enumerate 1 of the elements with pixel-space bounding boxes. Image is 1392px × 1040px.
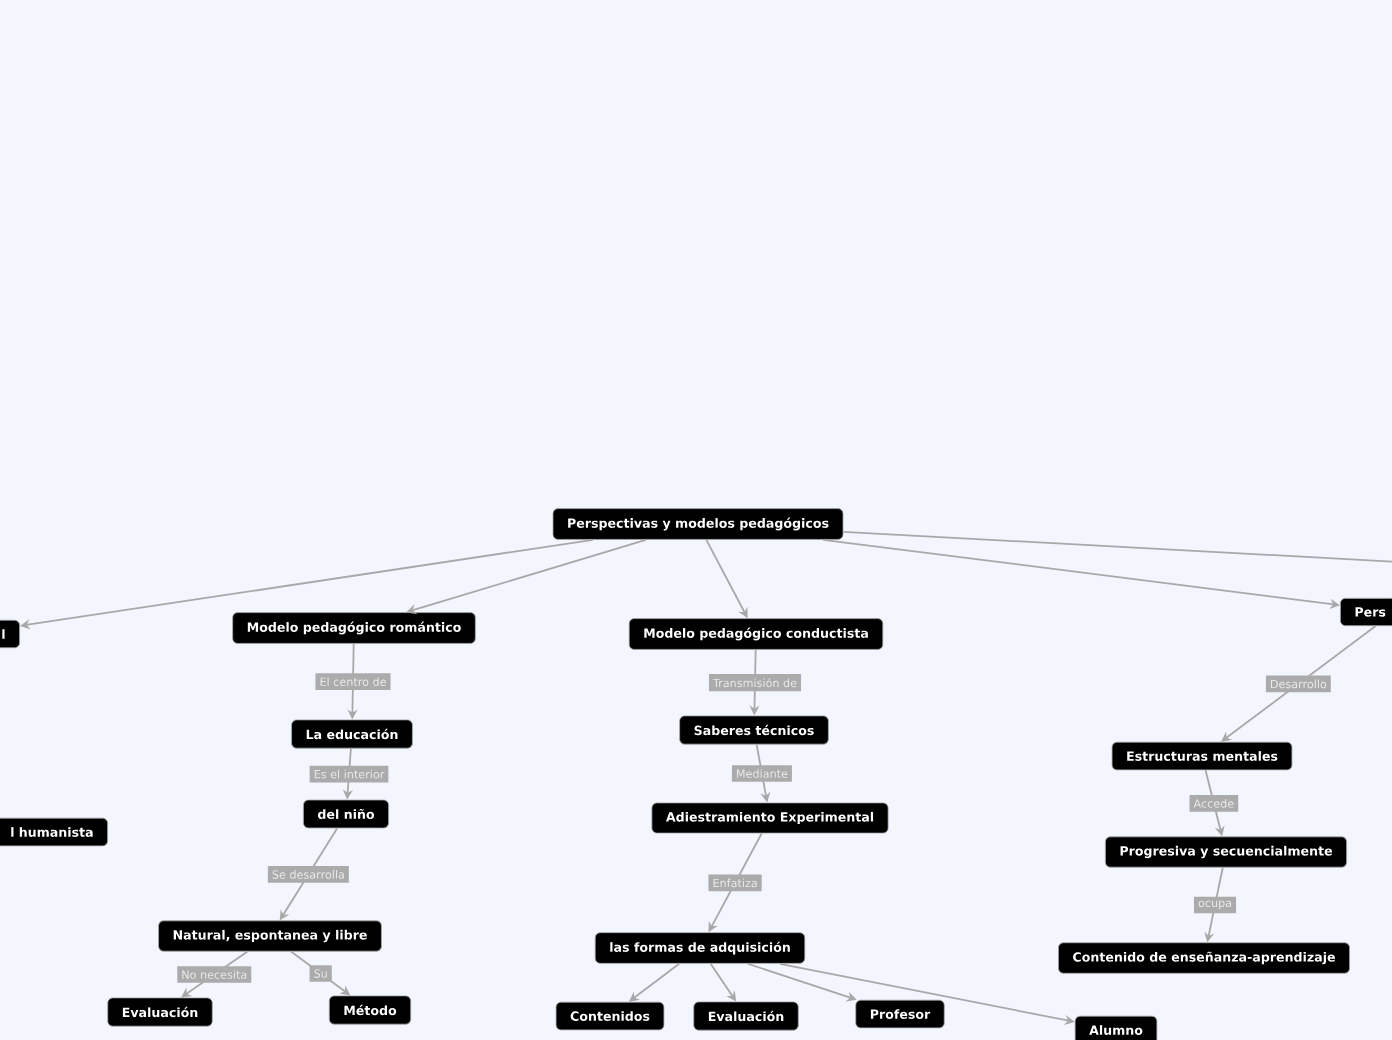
arrow (1221, 625, 1377, 742)
